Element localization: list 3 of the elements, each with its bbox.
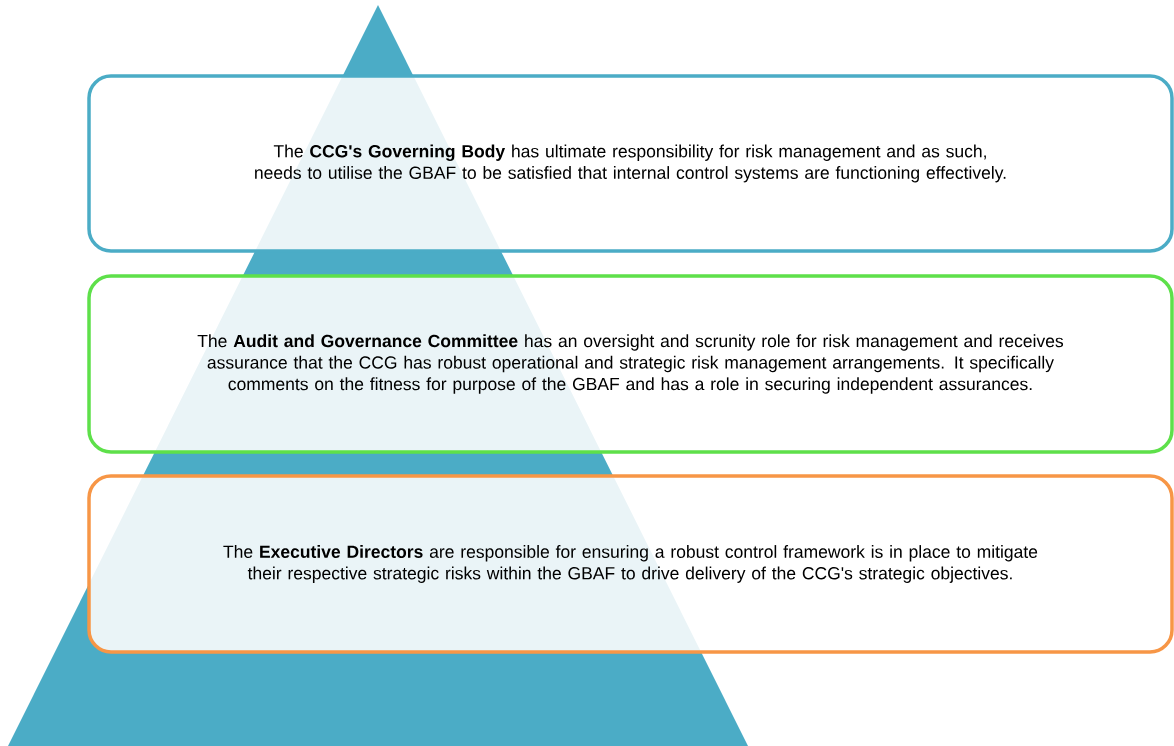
- text-box: The CCG's Governing Body has ultimate responsibility for risk management and as such, needs to utilise the GBAF to be satisfied that internal control systems are functioning effectively.: [87, 74, 1174, 253]
- text-box: The Audit and Governance Committee has an oversight and scrunity role for risk management and receives assurance that the CCG has robust operational and strategic risk management arrangements. It specifically comments on the fitness for purpose of the GBAF and has a role in securing independent assurances.: [87, 274, 1174, 454]
- text-box: The Executive Directors are responsible for ensuring a robust control framework is in place to mitigate their respective strategic risks within the GBAF to drive delivery of the CCG's strategic objectives.: [87, 474, 1174, 654]
